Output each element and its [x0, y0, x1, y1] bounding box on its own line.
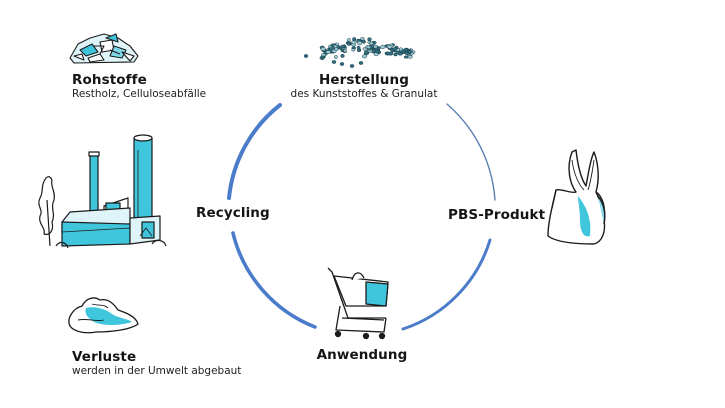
anwendung-title: Anwendung: [316, 347, 408, 363]
granulate-icon: [303, 37, 416, 68]
node-herstellung: Herstellung des Kunststoffes & Granulat: [289, 72, 439, 100]
verluste-subtitle: werden in der Umwelt abgebaut: [72, 365, 242, 377]
wood-chips-icon: [69, 33, 139, 64]
granulate-pellet: [321, 53, 326, 57]
arc-pbs-produkt-to-anwendung: [401, 238, 492, 331]
granulate-pellet: [320, 46, 326, 52]
debris-icon: [68, 297, 139, 334]
granulate-pellet: [351, 48, 356, 52]
granulate-pellet: [407, 50, 413, 54]
granulate-pellet: [387, 45, 393, 49]
granulate-pellet: [392, 46, 398, 52]
granulate-pellet: [340, 54, 345, 58]
granulate-pellet: [346, 38, 351, 42]
plastic-bag-icon: [547, 149, 606, 245]
pbs-produkt-title: PBS-Produkt: [448, 207, 546, 223]
granulate-pellet: [356, 45, 361, 50]
arc-recycling-to-anwendung: [231, 231, 317, 329]
granulate-pellet: [380, 44, 386, 49]
granulate-pellet: [325, 50, 331, 54]
granulate-pellet: [357, 40, 363, 46]
granulate-pellet: [333, 44, 338, 49]
herstellung-title: Herstellung: [319, 72, 409, 88]
granulate-pellet: [351, 40, 357, 45]
node-verluste: Verluste werden in der Umwelt abgebaut: [72, 349, 241, 377]
rohstoffe-title: Rohstoffe: [72, 72, 147, 88]
granulate-pellet: [375, 49, 380, 54]
shopping-cart-icon: [327, 267, 389, 340]
granulate-pellet: [363, 51, 369, 56]
node-rohstoffe: Rohstoffe Restholz, Celluloseabfälle: [72, 72, 206, 100]
factory-icon: [38, 134, 167, 249]
granulate-pellet: [328, 47, 333, 52]
recycling-title: Recycling: [196, 205, 270, 221]
granulate-pellet: [403, 47, 408, 52]
granulate-pellet: [352, 37, 357, 42]
granulate-pellet: [361, 39, 366, 44]
rohstoffe-subtitle: Restholz, Celluloseabfälle: [72, 88, 207, 100]
arc-herstellung-to-recycling: [227, 103, 282, 200]
granulate-pellet: [358, 61, 364, 65]
herstellung-subtitle: des Kunststoffes & Granulat: [290, 88, 438, 100]
verluste-title: Verluste: [72, 349, 137, 365]
granulate-pellet: [349, 64, 355, 68]
arc-herstellung-to-pbs-produkt: [446, 103, 496, 201]
granulate-pellet: [393, 52, 398, 57]
granulate-pellet: [397, 52, 403, 56]
granulate-pellet: [340, 48, 345, 53]
granulate-pellet: [340, 44, 346, 49]
granulate-pellet: [346, 41, 351, 46]
granulate-pellet: [407, 55, 413, 59]
granulate-pellet: [331, 60, 337, 64]
granulate-pellet: [389, 51, 394, 56]
granulate-pellet: [334, 55, 338, 59]
granulate-pellet: [339, 62, 345, 66]
granulate-pellet: [303, 54, 309, 58]
granulate-pellet: [367, 37, 372, 42]
granulate-pellet: [369, 44, 374, 48]
